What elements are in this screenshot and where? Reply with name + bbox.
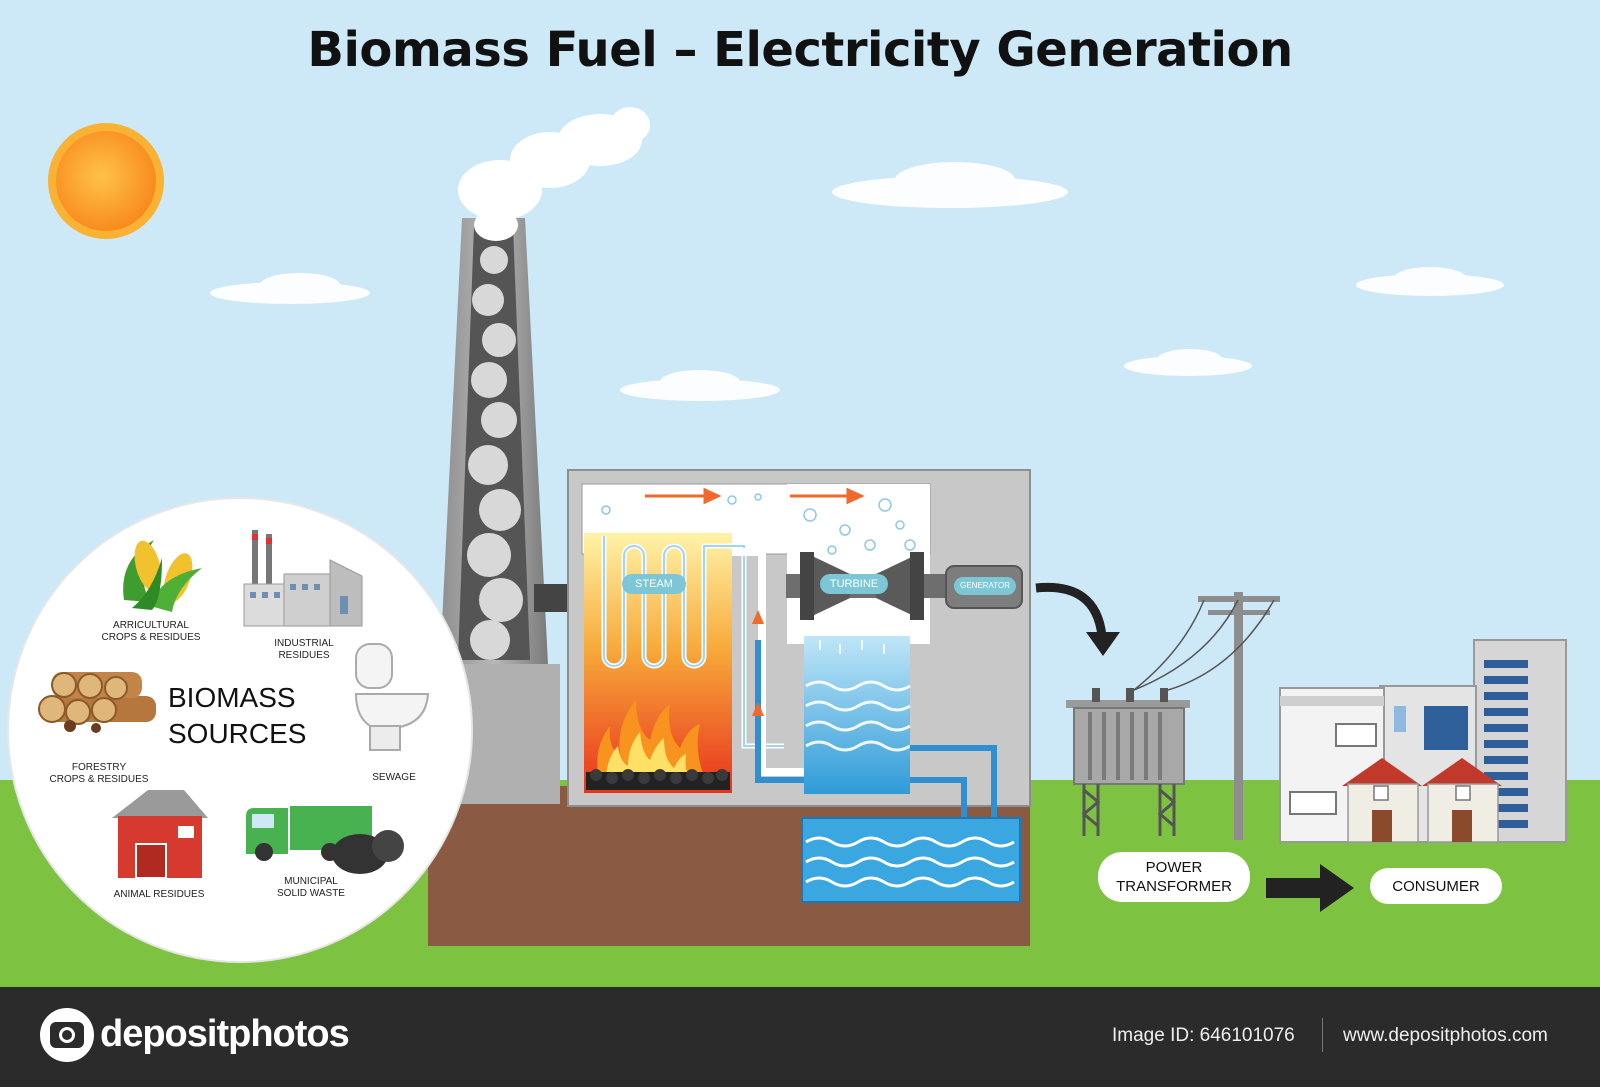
consumer-buildings-icon bbox=[1279, 639, 1567, 843]
barn-icon bbox=[112, 790, 208, 879]
source-industrial-label: INDUSTRIAL RESIDUES bbox=[274, 638, 334, 661]
transformer-label-line1: POWER bbox=[1145, 859, 1203, 876]
generator-label-bg bbox=[954, 577, 1016, 595]
source-municipal-label: MUNICIPAL SOLID WASTE bbox=[277, 876, 345, 899]
depositphotos-logo-icon bbox=[40, 1008, 94, 1062]
source-sewage-label: SEWAGE bbox=[372, 772, 416, 783]
consumer-label: CONSUMER bbox=[1370, 868, 1502, 904]
brand-name: depositphotos bbox=[100, 1013, 350, 1055]
power-plant-building bbox=[567, 469, 1031, 820]
turbine-label-bg bbox=[820, 574, 888, 594]
source-animal-label: ANIMAL RESIDUES bbox=[113, 889, 205, 900]
clouds bbox=[210, 162, 1504, 401]
footer-bar bbox=[0, 987, 1600, 1087]
transformer-icon bbox=[1066, 688, 1190, 836]
steam-label: STEAM bbox=[635, 578, 673, 590]
turbine-label: TURBINE bbox=[829, 578, 879, 590]
toilet-icon bbox=[354, 643, 430, 751]
garbage-truck-icon bbox=[246, 806, 404, 874]
corn-icon bbox=[123, 540, 202, 612]
transformer-label-line2: TRANSFORMER bbox=[1116, 878, 1232, 895]
factory-icon bbox=[243, 530, 363, 627]
source-agricultural-label: ARRICULTURAL CROPS & RESIDUES bbox=[101, 620, 201, 643]
smoke bbox=[458, 107, 650, 241]
source-forestry-label: FORESTRY CROPS & RESIDUES bbox=[49, 762, 149, 785]
generator-label: GENERATOR bbox=[960, 581, 1010, 590]
output-arrow-icon bbox=[1035, 582, 1120, 656]
page-title: Biomass Fuel – Electricity Generation bbox=[307, 22, 1293, 78]
steam-label-bg bbox=[622, 574, 686, 594]
sun-icon bbox=[48, 123, 164, 239]
logs-icon bbox=[38, 672, 156, 733]
footer-divider bbox=[1322, 1018, 1323, 1052]
water-reservoir bbox=[801, 817, 1021, 903]
fire-icon bbox=[586, 700, 730, 790]
utility-pole-icon bbox=[1133, 592, 1280, 840]
chimney bbox=[440, 218, 570, 664]
biomass-sources-heading: BIOMASS SOURCES bbox=[168, 680, 328, 752]
biomass-heading-line1: BIOMASS bbox=[168, 682, 296, 713]
transformer-to-consumer-arrow-icon bbox=[1266, 864, 1354, 912]
site-url[interactable]: www.depositphotos.com bbox=[1343, 1025, 1548, 1046]
biomass-heading-line2: SOURCES bbox=[168, 718, 307, 749]
power-transformer-label: POWER TRANSFORMER bbox=[1098, 852, 1250, 902]
image-id: Image ID: 646101076 bbox=[1112, 1025, 1295, 1046]
